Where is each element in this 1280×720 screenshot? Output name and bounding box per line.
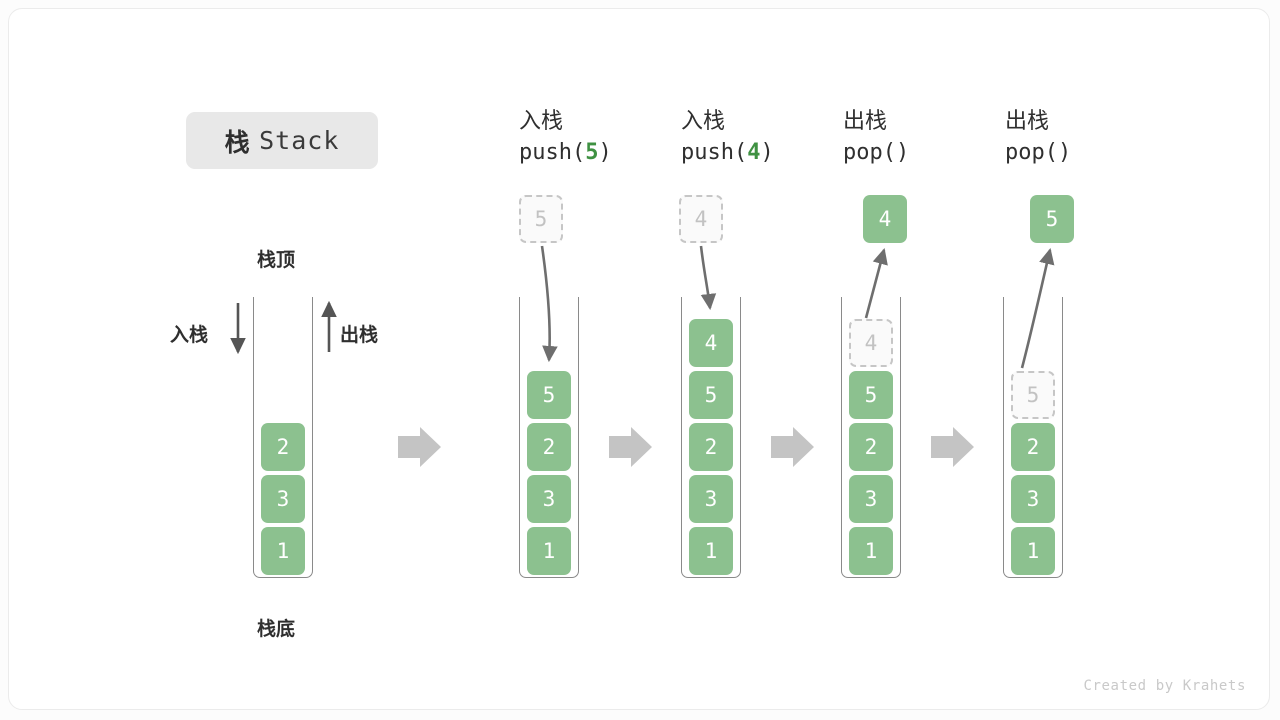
floating-ghost-box: 4: [679, 195, 723, 243]
stack-box: 2: [689, 423, 733, 471]
stack-box: 1: [527, 527, 571, 575]
column-header-cn: 出栈: [843, 108, 888, 133]
stack-box: 3: [689, 475, 733, 523]
column-header-code: pop(): [1005, 136, 1185, 170]
stack-box: 3: [849, 475, 893, 523]
stack-box: 1: [1011, 527, 1055, 575]
column-header-code: push(5): [519, 136, 699, 170]
stack-top-label: 栈顶: [257, 250, 296, 271]
stack-box: 3: [527, 475, 571, 523]
stack-tube-pop-2: [1003, 297, 1063, 578]
push-direction-label: 入栈: [170, 325, 209, 346]
column-header-pop-1: 出栈 pop(): [843, 106, 1023, 170]
code-suffix: ): [598, 140, 612, 165]
code-suffix: ): [895, 140, 910, 165]
floating-ghost-box: 5: [519, 195, 563, 243]
stack-box: 5: [849, 371, 893, 419]
stack-box: 1: [261, 527, 305, 575]
column-header-code: push(4): [681, 136, 861, 170]
code-suffix: ): [1057, 140, 1072, 165]
stack-box: 3: [1011, 475, 1055, 523]
stack-tube-push-4: [681, 297, 741, 578]
stack-box: 5: [689, 371, 733, 419]
column-header-cn: 出栈: [1005, 108, 1050, 133]
code-prefix: push(: [519, 140, 586, 165]
stack-box: 2: [261, 423, 305, 471]
code-suffix: ): [760, 140, 774, 165]
stack-tube-push-5: [519, 297, 579, 578]
stack-box: 2: [1011, 423, 1055, 471]
attribution-footer: Created by Krahets: [1083, 678, 1246, 694]
stack-title-badge: 栈 Stack: [186, 112, 378, 169]
stack-box: 3: [261, 475, 305, 523]
code-arg: 5: [585, 140, 599, 165]
stack-box: 5: [527, 371, 571, 419]
stack-box: 1: [849, 527, 893, 575]
pop-direction-label: 出栈: [340, 325, 379, 346]
floating-popped-box: 5: [1030, 195, 1074, 243]
column-header-cn: 入栈: [519, 108, 564, 133]
column-header-pop-2: 出栈 pop(): [1005, 106, 1185, 170]
stack-tube-initial: [253, 297, 313, 578]
code-arg: 4: [747, 140, 761, 165]
column-header-cn: 入栈: [681, 108, 726, 133]
stack-ghost-box: 4: [849, 319, 893, 367]
stack-tube-pop-1: [841, 297, 901, 578]
column-header-code: pop(): [843, 136, 1023, 170]
code-prefix: push(: [681, 140, 748, 165]
stack-bottom-label: 栈底: [257, 619, 296, 640]
code-prefix: pop(: [1005, 140, 1058, 165]
stack-ghost-box: 5: [1011, 371, 1055, 419]
floating-popped-box: 4: [863, 195, 907, 243]
stack-box: 1: [689, 527, 733, 575]
title-english: Stack: [259, 126, 340, 155]
title-chinese: 栈: [224, 128, 251, 157]
code-prefix: pop(: [843, 140, 896, 165]
stack-box: 4: [689, 319, 733, 367]
stack-box: 2: [527, 423, 571, 471]
column-header-push-4: 入栈 push(4): [681, 106, 861, 170]
column-header-push-5: 入栈 push(5): [519, 106, 699, 170]
stack-box: 2: [849, 423, 893, 471]
